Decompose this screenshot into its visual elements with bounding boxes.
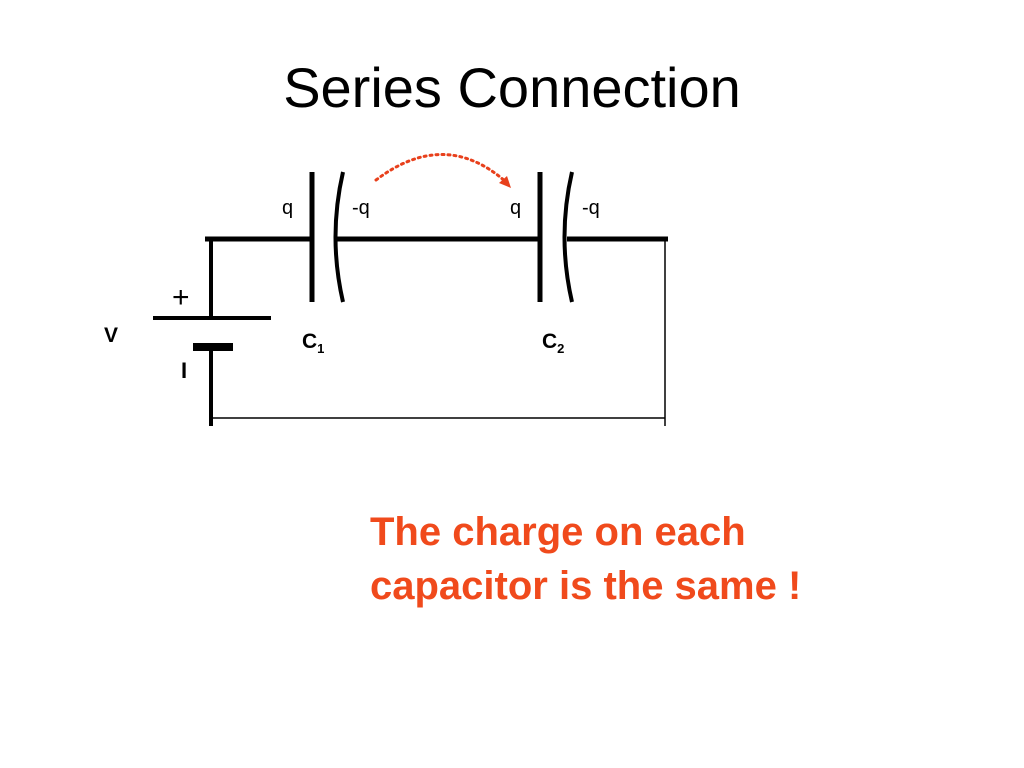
slide-title: Series Connection	[283, 56, 741, 119]
c1-left-charge-label: q	[282, 197, 293, 219]
c1-label-letter: C	[302, 330, 317, 353]
c2-label: C2	[542, 330, 564, 356]
c2-label-letter: C	[542, 330, 557, 353]
voltage-label: V	[104, 324, 118, 347]
battery-minus-sign: I	[181, 358, 187, 383]
charge-note-line-1: The charge on each	[370, 510, 746, 554]
battery-plus-sign: +	[172, 281, 190, 314]
charge-transfer-arrowhead	[499, 176, 511, 188]
c2-curved-plate	[562, 171, 574, 303]
charge-note-line-2: capacitor is the same !	[370, 564, 802, 608]
c2-left-charge-label: q	[510, 197, 521, 219]
charge-note: The charge on each capacitor is the same…	[370, 505, 930, 613]
c1-label: C1	[302, 330, 324, 356]
charge-transfer-arrow	[374, 153, 508, 184]
c2-label-subscript: 2	[557, 341, 564, 356]
c1-label-subscript: 1	[317, 341, 324, 356]
c1-curved-plate	[333, 171, 345, 303]
c1-right-charge-label: -q	[352, 197, 370, 219]
c2-right-charge-label: -q	[582, 197, 600, 219]
